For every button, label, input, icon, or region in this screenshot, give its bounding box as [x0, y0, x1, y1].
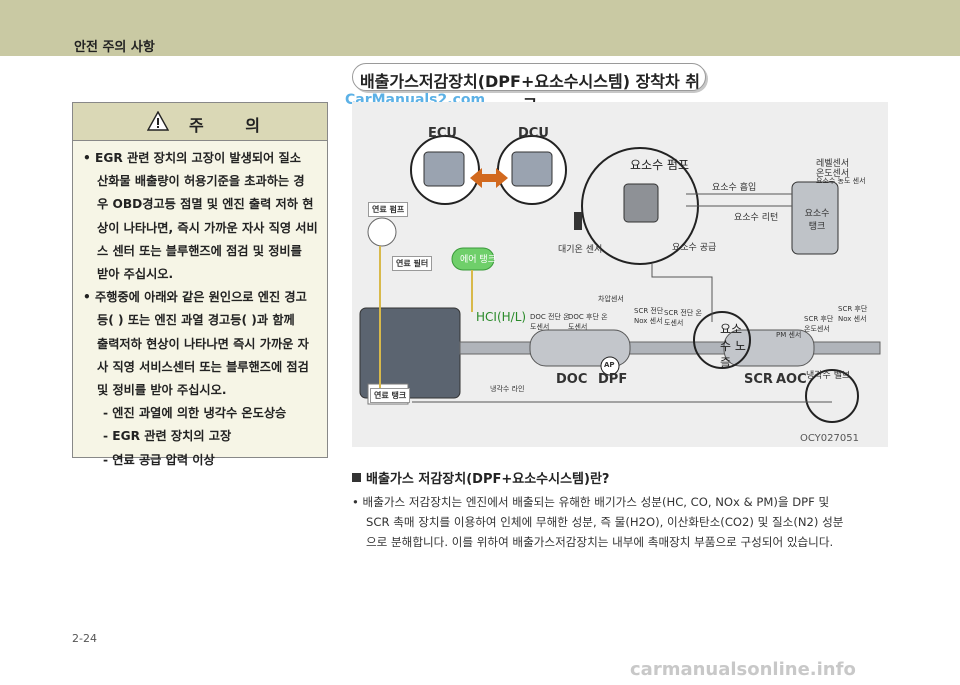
dcu-label: DCU [518, 126, 549, 141]
caution-line: • EGR 관련 장치의 고장이 발생되어 질소 [83, 151, 301, 165]
caution-line: 받아 주십시오. [97, 267, 174, 282]
urea-conc-sensor-label: 요소수 농도 센서 [816, 177, 866, 185]
exhaust-pipe [459, 341, 881, 355]
ap-circle [600, 356, 620, 376]
scr-rear-temp-label: SCR 후단 온도센서 [804, 315, 834, 333]
dpf-scr-system-diagram: ECU DCU 요소수 펌프 요소수 흡입 요소수 리턴 레벨센서 온도센서 요… [352, 102, 888, 447]
urea-injector-label: 요소수 노즐 [720, 322, 746, 370]
fuel-pump-label: 연료 펌프 [368, 202, 409, 217]
caution-body: • EGR 관련 장치의 고장이 발생되어 질소 산화물 배출량이 허용기준을 … [83, 147, 321, 472]
heading-square-icon [352, 473, 361, 482]
urea-injector-circle [693, 311, 751, 369]
caution-line: 및 정비를 받아 주십시오. [97, 383, 227, 398]
doc-rear-sensor-label: DOC 후단 온도센서 [568, 313, 608, 331]
doc-dpf-canister [529, 329, 631, 367]
coolant-line-label: 냉각수 라인 [490, 385, 525, 393]
ecu-unit [423, 151, 465, 187]
warning-triangle-icon [147, 111, 169, 131]
fuel-tank-label: 연료 탱크 [370, 388, 411, 403]
section-title-box: 배출가스저감장치(DPF+요소수시스템) 장착차 취급 [352, 63, 706, 115]
header-title: 안전 주의 사항 [74, 40, 155, 55]
aoc-label: AOC [776, 372, 807, 387]
caution-label: 주 의 [189, 116, 279, 135]
urea-pump-unit [623, 183, 659, 223]
fuel-pump-circle [367, 217, 397, 247]
caution-box: 주 의 • EGR 관련 장치의 고장이 발생되어 질소 산화물 배출량이 허용… [72, 102, 328, 467]
scr-front-nox-label: SCR 전단 Nox 센서 [634, 307, 664, 325]
scr-aoc-canister [723, 329, 815, 367]
caution-line: 산화물 배출량이 허용기준을 초과하는 경 [97, 174, 305, 189]
caution-subline: - 엔진 과열에 의한 냉각수 온도상승 [103, 406, 287, 421]
fuel-filter-label: 연료 필터 [392, 256, 433, 271]
temp-sensor-label: 온도센서 [816, 169, 850, 179]
caution-header: 주 의 [73, 103, 327, 141]
atmos-sensor-shape [574, 212, 582, 230]
urea-pump-label: 요소수 펌프 [630, 158, 690, 172]
caution-line: 등( ) 또는 엔진 과열 경고등( )과 함께 [97, 313, 295, 328]
ap-label: AP [604, 361, 615, 369]
ecu-label: ECU [428, 126, 457, 141]
caution-line: 출력저하 현상이 나타나면 즉시 가까운 자 [97, 336, 309, 351]
urea-supply-label: 요소수 공급 [672, 243, 717, 253]
ecu-dcu-link-arrow [470, 168, 508, 188]
urea-tank-label: 요소수 탱크 [804, 209, 830, 232]
doc-label: DOC [556, 372, 588, 387]
watermark-bottom: carmanualsonline.info [630, 659, 856, 680]
description-heading: 배출가스 저감장치(DPF+요소수시스템)란? [352, 468, 609, 487]
description-line: 으로 분해합니다. 이를 위하여 배출가스저감장치는 내부에 촉매장치 부품으로… [366, 535, 834, 549]
atmos-sensor-label: 대기온 센서 [558, 245, 603, 255]
doc-front-sensor-label: DOC 전단 온도센서 [530, 313, 570, 331]
pm-sensor-label: PM 센서 [776, 331, 802, 339]
urea-return-label: 요소수 리턴 [734, 213, 779, 223]
dpf-label: DPF [598, 372, 628, 387]
scr-rear-nox-label: SCR 후단 Nox 센서 [838, 305, 868, 323]
caution-line: 사 직영 서비스센터 또는 블루핸즈에 점검 [97, 359, 309, 374]
page-number: 2-24 [72, 632, 97, 645]
caution-line: 상이 나타나면, 즉시 가까운 자사 직영 서비 [97, 220, 318, 235]
caution-line: • 주행중에 아래와 같은 원인으로 엔진 경고 [83, 290, 307, 305]
level-sensor-label: 레벨센서 [816, 159, 850, 169]
scr-front-temp-label: SCR 전단 온도센서 [664, 309, 702, 327]
diff-pressure-label: 차압센서 [598, 295, 624, 303]
coolant-valve-circle [805, 369, 859, 423]
hci-label: HCI(H/L) [476, 310, 527, 324]
caution-subline: - 연료 공급 압력 이상 [103, 452, 215, 467]
caution-line: 우 OBD경고등 점멸 및 엔진 출력 저하 현 [97, 197, 314, 212]
figure-code: OCY027051 [800, 433, 859, 444]
description-line: SCR 촉매 장치를 이용하여 인체에 무해한 성분, 즉 물(H2O), 이산… [366, 515, 844, 529]
urea-tank-shape [791, 181, 839, 255]
diagram-drawing [359, 135, 881, 423]
caution-line: 스 센터 또는 블루핸즈에 점검 및 정비를 [97, 243, 302, 258]
dcu-unit [511, 151, 553, 187]
description-body: • 배출가스 저감장치는 엔진에서 배출되는 유해한 배기가스 성분(HC, C… [352, 492, 888, 552]
caution-subline: - EGR 관련 장치의 고장 [103, 429, 232, 444]
description-line: • 배출가스 저감장치는 엔진에서 배출되는 유해한 배기가스 성분(HC, C… [352, 495, 830, 509]
scr-label: SCR [744, 372, 773, 387]
header-bar [0, 0, 960, 56]
coolant-valve-label: 냉각수 밸브 [806, 371, 851, 381]
urea-intake-label: 요소수 흡입 [712, 183, 757, 193]
air-tank-label: 에어 탱크 [460, 255, 496, 265]
urea-supply-line [651, 264, 713, 322]
